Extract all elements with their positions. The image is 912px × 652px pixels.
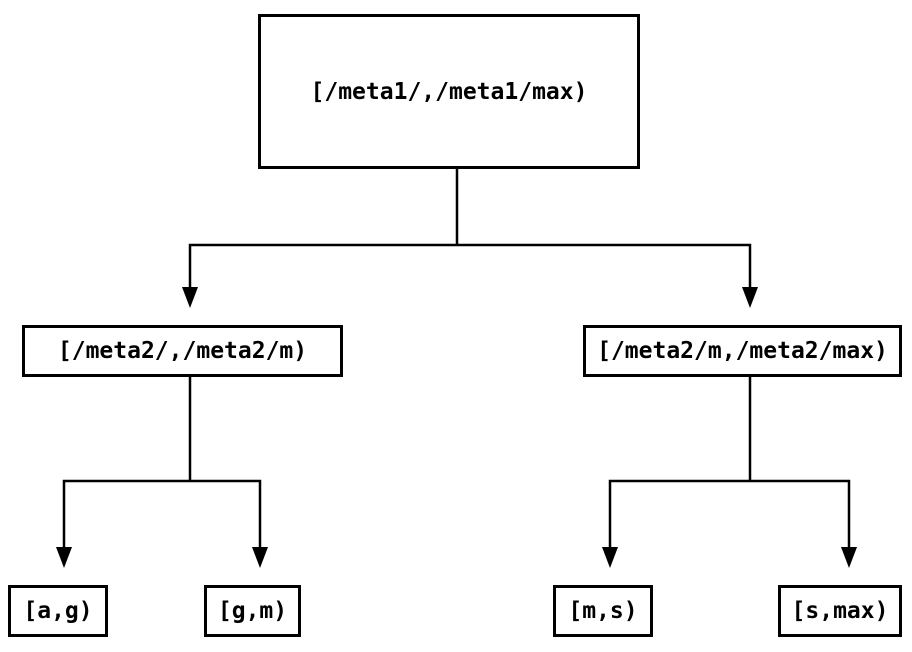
node-leaf-ms-label: [m,s): [568, 598, 638, 624]
node-left-child: [/meta2/,/meta2/m): [22, 325, 343, 377]
node-leaf-ms: [m,s): [553, 585, 653, 637]
node-left-child-label: [/meta2/,/meta2/m): [57, 338, 308, 364]
node-right-child-label: [/meta2/m,/meta2/max): [597, 338, 888, 364]
edge-right-child-to-leaves: [602, 377, 857, 568]
node-leaf-smax: [s,max): [778, 585, 902, 637]
edge-left-child-to-leaves: [56, 377, 268, 568]
edge-line: [62, 479, 262, 548]
node-leaf-ag: [a,g): [8, 585, 108, 637]
arrowhead-icon: [742, 287, 758, 308]
arrowhead-icon: [56, 547, 72, 568]
edge-line: [188, 243, 752, 288]
arrowhead-icon: [252, 547, 268, 568]
arrowhead-icon: [602, 547, 618, 568]
node-leaf-ag-label: [a,g): [23, 598, 93, 624]
node-root-label: [/meta1/,/meta1/max): [310, 78, 588, 105]
node-leaf-smax-label: [s,max): [791, 598, 889, 624]
node-right-child: [/meta2/m,/meta2/max): [583, 325, 902, 377]
arrowhead-icon: [841, 547, 857, 568]
node-leaf-gm-label: [g,m): [217, 598, 288, 624]
edge-line: [608, 479, 851, 548]
arrowhead-icon: [182, 287, 198, 308]
node-root: [/meta1/,/meta1/max): [258, 14, 640, 169]
edge-root-to-children: [182, 169, 758, 308]
node-leaf-gm: [g,m): [204, 585, 301, 637]
